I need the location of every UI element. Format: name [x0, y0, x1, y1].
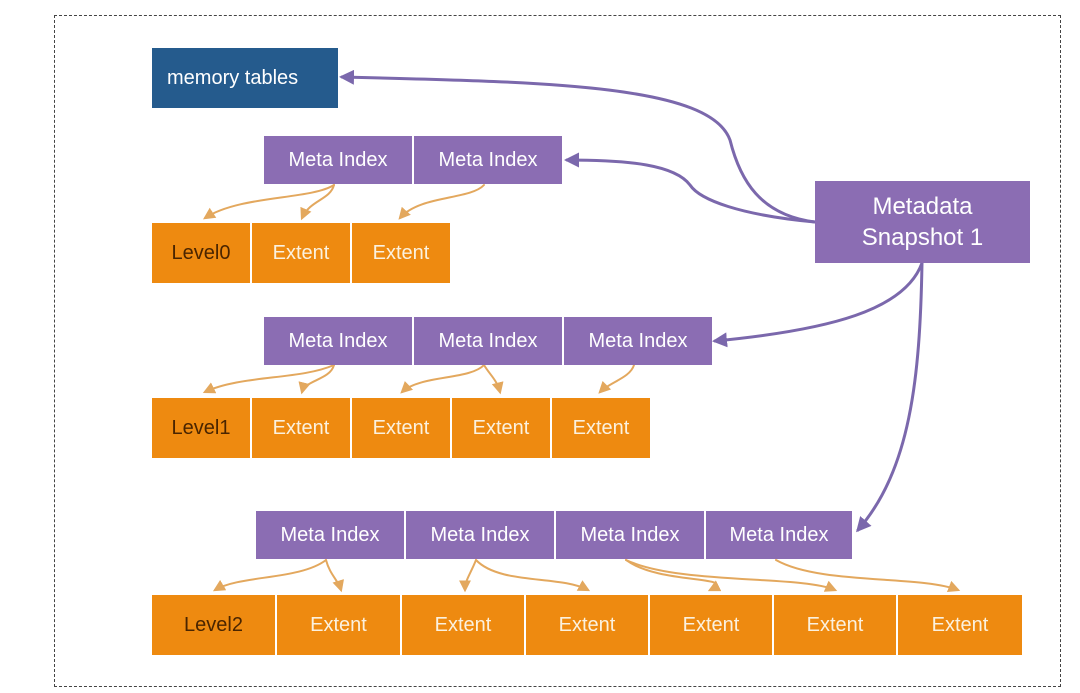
level2-label-box: Level2 [152, 595, 277, 655]
level1-extent-1: Extent [252, 398, 352, 458]
level2-meta-index-3: Meta Index [556, 511, 706, 559]
level2-extent-6: Extent [898, 595, 1022, 655]
level0-extent-1: Extent [252, 223, 352, 283]
level2-extent-3: Extent [526, 595, 650, 655]
level2-extent-5: Extent [774, 595, 898, 655]
arrow-snapshot-to-level1-index [712, 261, 924, 348]
arrow-l0-b [300, 184, 335, 221]
level0-meta-index-2: Meta Index [414, 136, 562, 184]
arrow-snapshot-to-level0-index [564, 152, 817, 224]
arrow-l2-b [325, 559, 344, 593]
level1-label: Level1 [171, 416, 231, 439]
level0-label-box: Level0 [152, 223, 252, 283]
arrow-l2-a [212, 559, 327, 592]
arrow-l2-g [775, 559, 961, 593]
level2-extent-1: Extent [277, 595, 402, 655]
memory-tables-label: memory tables [167, 66, 299, 89]
level1-extent-4: Extent [552, 398, 650, 458]
level0-label: Level0 [171, 241, 231, 264]
level1-extent-2: Extent [352, 398, 452, 458]
arrow-l2-d [475, 559, 591, 592]
level0-extent-2: Extent [352, 223, 450, 283]
arrow-l0-c [398, 184, 485, 220]
metadata-snapshot-box: Metadata Snapshot 1 [815, 181, 1030, 263]
level2-extent-2: Extent [402, 595, 526, 655]
arrow-l0-a [202, 184, 335, 220]
arrow-l1-a [202, 364, 335, 394]
arrow-l2-e [625, 559, 722, 592]
level1-meta-index-1: Meta Index [264, 317, 414, 365]
arrow-l1-c [400, 364, 485, 394]
level0-meta-index-1: Meta Index [264, 136, 414, 184]
level2-label: Level2 [184, 613, 243, 636]
level1-meta-index-2: Meta Index [414, 317, 564, 365]
arrow-l1-d [483, 364, 504, 395]
level2-meta-index-2: Meta Index [406, 511, 556, 559]
arrow-l1-e [598, 364, 635, 394]
arrow-l2-f [625, 559, 838, 592]
snapshot-line2: Snapshot 1 [861, 224, 984, 251]
snapshot-line1: Metadata [872, 193, 973, 220]
level1-label-box: Level1 [152, 398, 252, 458]
level2-meta-index-4: Meta Index [706, 511, 852, 559]
level1-meta-index-3: Meta Index [564, 317, 712, 365]
level1-extent-3: Extent [452, 398, 552, 458]
memory-tables-box: memory tables [152, 48, 338, 108]
arrow-snapshot-to-level2-index [856, 261, 924, 533]
arrow-snapshot-to-memory-tables [339, 69, 817, 224]
arrow-l2-c [459, 559, 477, 593]
level2-meta-index-1: Meta Index [256, 511, 406, 559]
arrow-l1-b [298, 364, 335, 395]
diagram-frame [54, 15, 1061, 687]
level2-extent-4: Extent [650, 595, 774, 655]
